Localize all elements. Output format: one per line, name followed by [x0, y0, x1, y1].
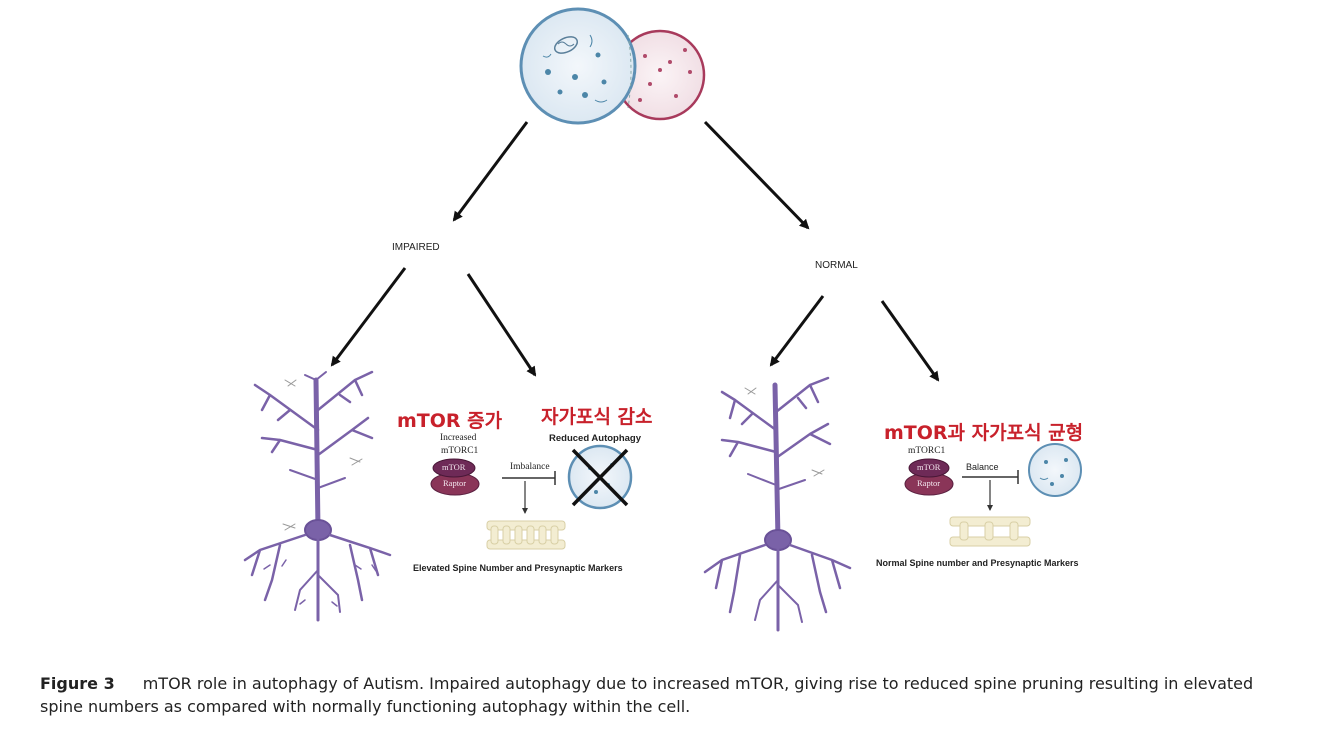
elevated-spine-caption: Elevated Spine Number and Presynaptic Ma… [413, 563, 623, 573]
autophagosome-normal-icon [1028, 443, 1082, 497]
arrow-to-impaired [452, 121, 529, 222]
reduced-autophagy-label: Reduced Autophagy [549, 433, 642, 444]
arrow-normal-to-neuron [769, 295, 825, 367]
normal-raptor-label: Raptor [917, 478, 941, 488]
reduced-autophagy-icon [567, 444, 633, 510]
autolysosome-illustration [519, 7, 706, 125]
normal-mtorc1-label: mTORC1 [908, 446, 946, 456]
arrow-impaired-to-mtor [466, 273, 537, 377]
figure-caption-text: mTOR role in autophagy of Autism. Impair… [40, 674, 1254, 716]
normal-spines-icon [949, 516, 1031, 547]
arrow-to-normal [703, 120, 810, 230]
mtorc1-complex-normal [904, 458, 954, 496]
impaired-korean-title-mtor: mTOR 증가 [397, 410, 503, 432]
autophagosome-icon [519, 7, 637, 125]
mtor-shape [908, 458, 950, 478]
figure-number: Figure 3 [40, 674, 115, 693]
impaired-branch-label: IMPAIRED [392, 242, 440, 253]
impaired-mtorc1-label: mTORC1 [441, 446, 479, 456]
mtor-shape [432, 458, 476, 478]
arrow-impaired-to-neuron [330, 267, 407, 367]
mtorc1-complex-impaired [430, 458, 480, 496]
balance-label: Balance [966, 462, 999, 472]
impaired-mtor-label: mTOR [442, 462, 466, 472]
normal-branch-label: NORMAL [815, 260, 858, 271]
neuron-normal-icon [703, 376, 852, 632]
arrow-normal-to-mtor [880, 300, 940, 382]
normal-mtor-label: mTOR [917, 462, 941, 472]
imbalance-label: Imbalance [510, 462, 550, 472]
impaired-korean-title-autophagy: 자가포식 감소 [541, 406, 653, 428]
neuron-impaired-icon [243, 370, 392, 622]
normal-korean-title: mTOR과 자가포식 균형 [884, 422, 1084, 444]
normal-spine-caption: Normal Spine number and Presynaptic Mark… [876, 558, 1079, 568]
elevated-spines-icon [486, 520, 566, 550]
increased-label: Increased [440, 433, 477, 443]
impaired-raptor-label: Raptor [443, 478, 467, 488]
